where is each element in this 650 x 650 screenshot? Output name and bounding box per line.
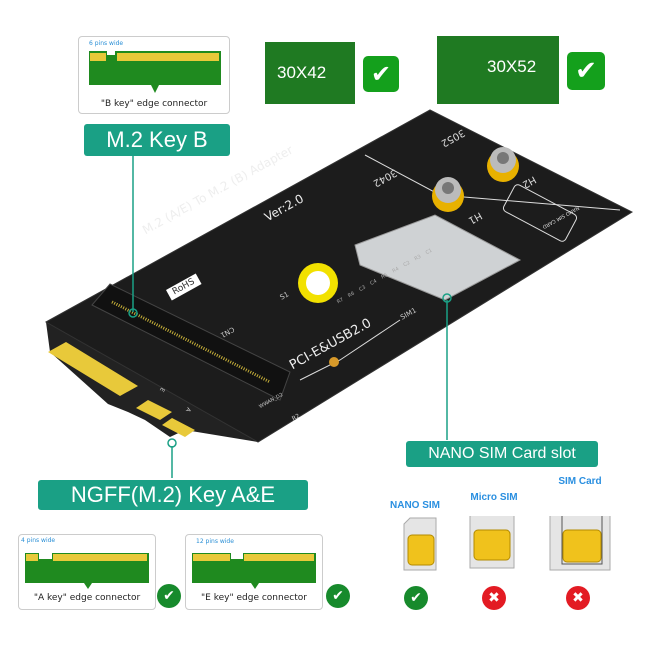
module-size-label: 30X42 <box>277 63 327 82</box>
nano-sim-icon <box>403 517 437 571</box>
module-30x52: 30X52 <box>437 36 559 104</box>
check-icon: ✔ <box>326 584 350 608</box>
sim-card-illustrations <box>403 516 611 571</box>
sim-type-label: Micro SIM <box>470 492 518 503</box>
pins-note: 12 pins wide <box>196 538 234 545</box>
key-b-label: M.2 Key B <box>84 124 230 156</box>
connector-caption: "E key" edge connector <box>201 593 307 603</box>
check-icon: ✔ <box>404 586 428 610</box>
pins-note: 6 pins wide <box>89 40 124 47</box>
cross-icon: ✖ <box>482 586 506 610</box>
connector-caption: "B key" edge connector <box>100 99 208 109</box>
e-key-connector-card: 12 pins wide "E key" edge connector <box>185 534 323 610</box>
b-key-connector-card: 6 pins wide "B key" edge connector <box>78 36 230 114</box>
sim-type-label: SIM Card <box>558 476 602 487</box>
micro-sim-icon <box>469 516 515 569</box>
check-icon: ✔ <box>157 584 181 608</box>
a-key-connector-card: 4 pins wide "A key" edge connector <box>18 534 156 610</box>
standard-sim-icon <box>549 516 611 571</box>
check-icon: ✔ <box>363 56 399 92</box>
b-key-connector-diagram <box>89 51 221 93</box>
module-30x42: 30X42 <box>265 42 355 104</box>
e-key-connector-diagram <box>192 553 316 589</box>
check-icon: ✔ <box>567 52 605 90</box>
sim-slot-label: NANO SIM Card slot <box>406 441 598 467</box>
pins-note: 4 pins wide <box>21 537 56 544</box>
cross-icon: ✖ <box>566 586 590 610</box>
module-size-label: 30X52 <box>487 57 537 76</box>
connector-caption: "A key" edge connector <box>33 593 141 603</box>
a-key-connector-diagram <box>25 553 149 589</box>
key-ae-label: NGFF(M.2) Key A&E <box>38 480 308 510</box>
sim-type-label: NANO SIM <box>390 500 440 511</box>
